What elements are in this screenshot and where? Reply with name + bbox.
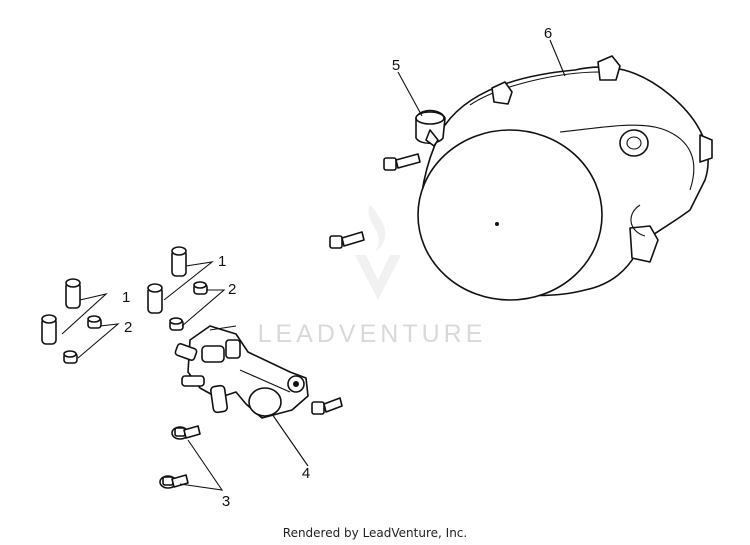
leader-1-left	[61, 292, 108, 335]
part-2-spacer-left-b	[63, 350, 78, 364]
callout-2-upper: 2	[228, 281, 236, 298]
bolt-middle	[329, 231, 365, 249]
part-6-cover	[417, 55, 713, 301]
part-2-spacer-upper-b	[169, 317, 184, 331]
render-credit: Rendered by LeadVenture, Inc.	[282, 526, 468, 540]
watermark-text: LEADVENTURE	[258, 320, 487, 348]
leader-6	[549, 39, 566, 77]
leadventure-logo-icon	[355, 205, 401, 300]
part-3-flange-bolt-lower	[159, 474, 189, 489]
part-4-bracket-assembly	[174, 325, 309, 419]
part-2-spacer-left-a	[87, 315, 102, 329]
leader-3	[179, 439, 224, 491]
leader-1-upper	[163, 261, 214, 301]
leader-2-upper	[181, 289, 226, 327]
callout-2-left: 2	[124, 319, 132, 336]
callout-5: 5	[392, 57, 400, 74]
part-1-pin-left-a	[65, 278, 81, 309]
callout-1-upper: 1	[218, 253, 226, 270]
part-1-pin-left-b	[41, 314, 57, 345]
part-2-spacer-upper-a	[193, 281, 208, 295]
callout-4: 4	[302, 465, 310, 482]
part-3-flange-bolt-upper	[171, 425, 201, 440]
callout-6: 6	[544, 25, 552, 42]
part-1-pin-upper-a	[171, 246, 187, 277]
bolt-upper	[383, 153, 421, 171]
leader-2-left	[77, 323, 120, 359]
leader-4	[271, 413, 309, 467]
leader-5	[397, 71, 423, 117]
part-5-clamp	[415, 109, 446, 147]
bolt-bracket-right	[311, 397, 343, 415]
callout-1-left: 1	[122, 289, 130, 306]
callout-3: 3	[222, 493, 230, 510]
part-1-pin-upper-b	[147, 283, 163, 314]
